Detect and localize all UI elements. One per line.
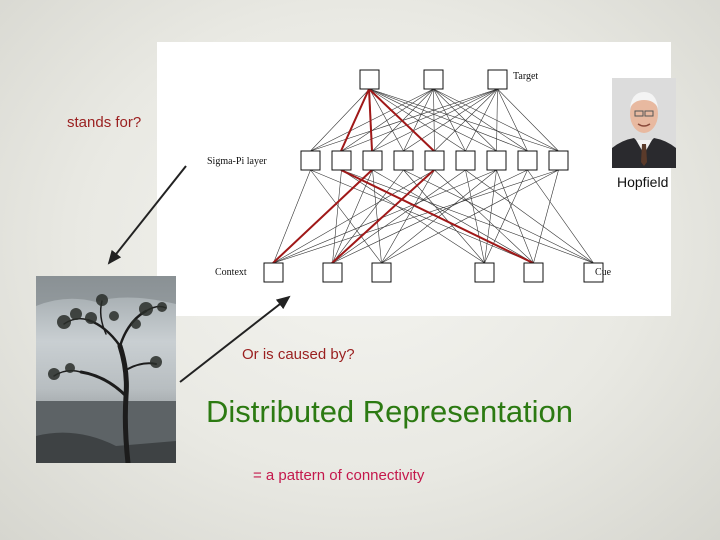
connection-line <box>433 88 435 152</box>
slide-subtitle: = a pattern of connectivity <box>253 467 425 484</box>
connection-line <box>496 88 498 152</box>
highlight-connection <box>331 169 435 264</box>
connection-line <box>332 169 342 264</box>
connection-line <box>310 88 434 152</box>
connection-line <box>533 169 559 264</box>
hopfield-label: Hopfield <box>617 174 669 190</box>
slide-title: Distributed Representation <box>206 394 574 429</box>
connection-line <box>310 88 498 152</box>
hopfield-portrait <box>612 78 676 168</box>
connection-line <box>403 88 498 152</box>
connection-line <box>341 88 498 152</box>
sigma-pi-layer-label: Sigma-Pi layer <box>207 156 267 167</box>
connection-line <box>273 169 559 264</box>
connection-line <box>434 169 534 264</box>
connection-line <box>527 169 594 264</box>
connection-line <box>465 169 485 264</box>
highlight-connection <box>340 169 534 264</box>
connection-line <box>372 88 498 152</box>
connection-line <box>273 169 497 264</box>
sigma-pi-unit <box>486 150 507 171</box>
sigma-pi-unit <box>424 150 445 171</box>
connection-line <box>332 169 528 264</box>
sigma-pi-unit <box>331 150 352 171</box>
connection-line <box>403 88 434 152</box>
highlight-connection <box>368 88 435 152</box>
connection-line <box>381 169 435 264</box>
input-unit <box>371 262 392 283</box>
input-unit <box>583 262 604 283</box>
connection-line <box>369 88 466 152</box>
connection-line <box>433 88 497 152</box>
input-unit <box>322 262 343 283</box>
connection-line <box>310 88 370 152</box>
connection-line <box>332 169 466 264</box>
connection-line <box>273 169 311 264</box>
stands-for-label: stands for? <box>67 114 142 131</box>
tree-photo <box>36 276 176 463</box>
connection-line <box>341 88 434 152</box>
network-connections <box>263 69 604 283</box>
connection-line <box>484 169 497 264</box>
sigma-pi-unit <box>300 150 321 171</box>
input-unit <box>523 262 544 283</box>
connection-line <box>341 169 594 264</box>
connection-line <box>465 169 594 264</box>
connection-line <box>497 88 528 152</box>
connection-line <box>434 88 498 152</box>
connection-line <box>372 88 434 152</box>
target-layer-label: Target <box>513 71 539 82</box>
target-unit <box>359 69 380 90</box>
connection-line <box>497 88 559 152</box>
connection-line <box>369 88 497 152</box>
connection-line <box>403 169 594 264</box>
connection-line <box>310 169 534 264</box>
connection-line <box>273 169 435 264</box>
connection-line <box>332 169 404 264</box>
cue-layer-label: Cue <box>595 267 612 278</box>
connection-line <box>433 88 559 152</box>
connection-line <box>496 169 534 264</box>
sigma-pi-unit <box>455 150 476 171</box>
sigma-pi-unit <box>548 150 569 171</box>
connection-line <box>369 88 559 152</box>
connection-line <box>465 88 498 152</box>
connection-line <box>372 169 534 264</box>
sigma-pi-unit <box>362 150 383 171</box>
connection-line <box>433 88 466 152</box>
sigma-pi-unit <box>517 150 538 171</box>
context-layer-label: Context <box>215 267 247 278</box>
connection-line <box>369 88 404 152</box>
network-diagram: Target Sigma-Pi layer Context Cue <box>157 42 671 316</box>
input-unit <box>263 262 284 283</box>
highlight-connection <box>272 169 373 264</box>
target-unit <box>487 69 508 90</box>
connection-line <box>381 169 559 264</box>
connection-line <box>484 169 528 264</box>
connection-line <box>369 88 528 152</box>
connection-line <box>433 88 528 152</box>
highlight-connection <box>340 88 370 152</box>
connection-line <box>341 169 485 264</box>
target-unit <box>423 69 444 90</box>
caused-by-label: Or is caused by? <box>242 346 355 363</box>
highlight-connection <box>368 88 373 152</box>
sigma-pi-unit <box>393 150 414 171</box>
connection-line <box>310 169 382 264</box>
input-unit <box>474 262 495 283</box>
